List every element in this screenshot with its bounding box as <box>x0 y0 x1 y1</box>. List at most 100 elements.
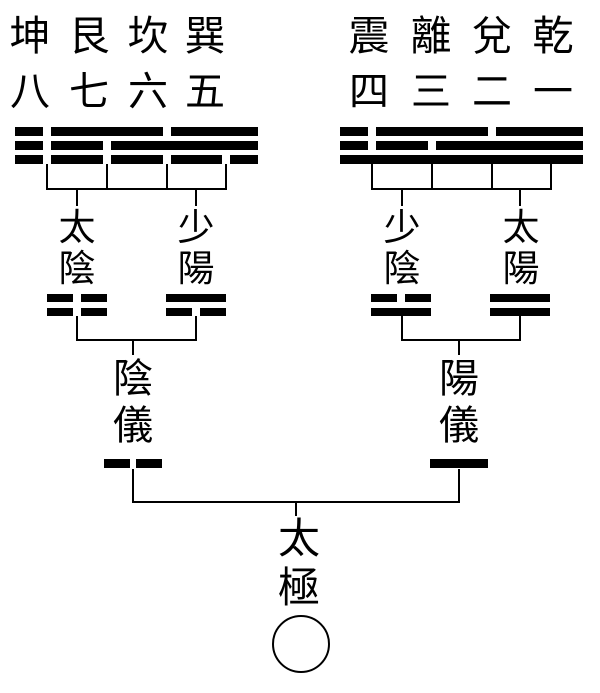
trigram-name-gen: 艮 <box>68 12 110 60</box>
solid-line <box>400 155 464 164</box>
solid-line <box>75 127 139 136</box>
trigram-name-qian: 乾 <box>532 12 574 60</box>
trigram-name-zhen: 震 <box>348 12 390 60</box>
label-taiyin: 太 陰 <box>51 207 103 289</box>
label-taiyang-top: 太 <box>502 206 540 249</box>
trigram-number-kan: 六 <box>128 69 168 115</box>
label-shaoyang-bottom: 陽 <box>177 247 215 290</box>
trigram-number-xun: 五 <box>185 69 225 115</box>
trigram-number-zhen: 四 <box>349 69 389 115</box>
trigram-symbol-kan <box>135 127 199 164</box>
trigram-symbol-qian <box>519 127 583 164</box>
digram-shaoyin <box>371 294 431 316</box>
connector-stem-kun <box>46 164 48 189</box>
trigram-number-dui: 二 <box>472 69 512 115</box>
trigram-symbol-zhen <box>340 127 404 164</box>
label-taiyin-top: 太 <box>58 206 96 249</box>
connector-stem-shaoyin <box>401 190 403 206</box>
solid-line <box>519 155 583 164</box>
trigram-number-qian: 一 <box>533 69 573 115</box>
label-taiyang-bottom: 陽 <box>502 247 540 290</box>
label-taiji-bottom: 極 <box>277 563 320 612</box>
digram-taiyin <box>47 294 107 316</box>
label-shaoyang-top: 少 <box>177 206 215 249</box>
label-shaoyang: 少 陽 <box>170 207 222 289</box>
trigram-number-kun: 八 <box>10 69 50 115</box>
trigram-symbol-gen <box>75 127 139 164</box>
digram-shaoyang <box>166 294 226 316</box>
digram-taiyang <box>490 294 550 316</box>
connector-stem-taiyin <box>76 190 78 206</box>
connector-stem-taiji <box>295 503 297 516</box>
broken-line <box>340 141 404 150</box>
trigram-name-xun: 巽 <box>184 12 226 60</box>
solid-line <box>460 155 524 164</box>
broken-line <box>75 141 139 150</box>
connector-stem-li <box>431 164 433 189</box>
connector-stem-shaoyang <box>195 190 197 206</box>
bracket-yin-mode <box>76 339 197 341</box>
trigram-name-kan: 坎 <box>127 12 169 60</box>
solid-line <box>490 294 550 302</box>
connector-drop-taiyin <box>76 316 78 341</box>
broken-line <box>194 155 258 164</box>
bracket-yang-mode <box>401 339 521 341</box>
label-taiji: 太 極 <box>273 514 325 612</box>
solid-line <box>400 127 464 136</box>
label-taiyang: 太 陽 <box>495 207 547 289</box>
solid-line <box>371 308 431 316</box>
label-taiji-top: 太 <box>277 514 320 563</box>
solid-line <box>166 294 226 302</box>
broken-line <box>135 155 199 164</box>
label-yinyi-bottom: 儀 <box>113 403 153 449</box>
broken-line <box>47 294 107 302</box>
trigram-symbol-li <box>400 127 464 164</box>
bracket-right-trigrams <box>371 188 552 190</box>
connector-stem-taiyang <box>519 190 521 206</box>
label-shaoyin-bottom: 陰 <box>383 247 421 290</box>
solid-line <box>135 141 199 150</box>
broken-line <box>15 141 79 150</box>
broken-line <box>166 308 226 316</box>
connector-stem-yinyi <box>132 341 134 355</box>
trigram-symbol-dui <box>460 127 524 164</box>
label-shaoyin: 少 陰 <box>376 207 428 289</box>
trigram-symbol-xun <box>194 127 258 164</box>
broken-line <box>340 127 404 136</box>
solid-line <box>490 308 550 316</box>
broken-line <box>460 127 524 136</box>
label-yinyi-top: 陰 <box>113 356 153 402</box>
label-taiyin-bottom: 陰 <box>58 247 96 290</box>
connector-drop-taiyang <box>519 316 521 341</box>
connector-stem-zhen <box>371 164 373 189</box>
monogram-yin <box>104 459 162 468</box>
connector-drop-shaoyin <box>401 316 403 341</box>
solid-line <box>430 459 488 468</box>
broken-line <box>104 459 162 468</box>
trigram-name-kun: 坤 <box>9 12 51 60</box>
solid-line <box>194 141 258 150</box>
broken-line <box>75 155 139 164</box>
label-yangyi: 陽 儀 <box>433 356 485 450</box>
connector-drop-shaoyang <box>195 316 197 341</box>
monogram-yang <box>430 459 488 468</box>
connector-stem-gen <box>106 164 108 189</box>
solid-line <box>519 127 583 136</box>
broken-line <box>400 141 464 150</box>
broken-line <box>47 308 107 316</box>
solid-line <box>460 141 524 150</box>
trigram-name-dui: 兌 <box>471 12 513 60</box>
bracket-left-trigrams <box>46 188 227 190</box>
trigram-name-li: 離 <box>410 12 452 60</box>
solid-line <box>194 127 258 136</box>
connector-drop-yangyi <box>458 469 460 503</box>
connector-stem-yangyi <box>458 341 460 355</box>
label-shaoyin-top: 少 <box>383 206 421 249</box>
bracket-taiji <box>132 501 460 503</box>
solid-line <box>340 155 404 164</box>
label-yinyi: 陰 儀 <box>107 356 159 450</box>
broken-line <box>15 155 79 164</box>
broken-line <box>371 294 431 302</box>
label-yangyi-top: 陽 <box>439 356 479 402</box>
